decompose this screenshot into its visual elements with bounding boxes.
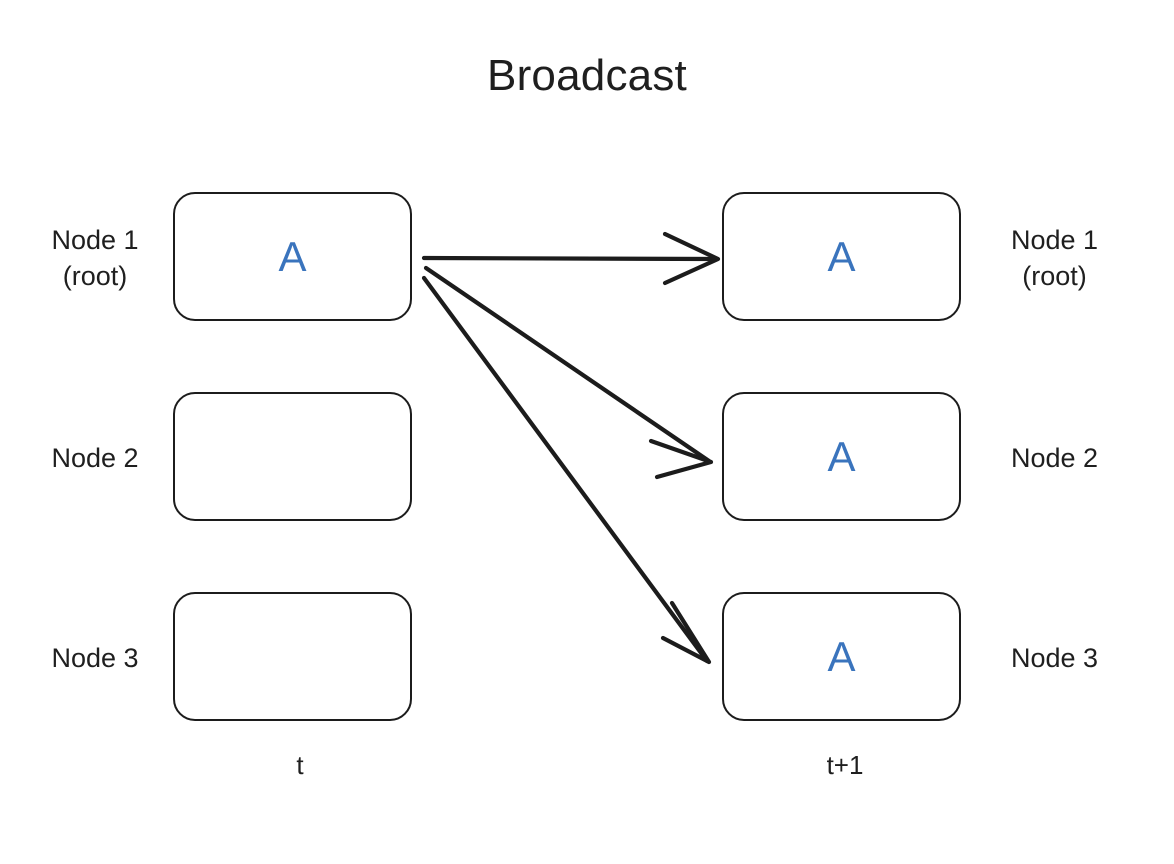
row-label-right-node-2: Node 2: [1010, 443, 1099, 473]
arrow-root-to-node-2: [423, 265, 714, 480]
time-label-t: t: [296, 750, 304, 780]
node-box-t1-node-2[interactable]: A: [722, 392, 961, 521]
node-payload-t1-node-2: A: [827, 432, 856, 480]
row-label-right-node-1: Node 1 (root): [1010, 225, 1099, 292]
node-box-t1-node-1[interactable]: A: [722, 192, 961, 321]
node-box-t1-node-3[interactable]: A: [722, 592, 961, 721]
row-label-left-node-2: Node 2: [51, 443, 139, 473]
time-label-t-plus-1: t+1: [826, 750, 864, 780]
arrow-root-to-node-1: [421, 231, 721, 286]
node-box-t-node-1[interactable]: A: [173, 192, 412, 321]
node-payload-t1-node-1: A: [827, 232, 856, 280]
node-payload-t-node-1: A: [278, 232, 307, 280]
row-label-left-node-1: Node 1 (root): [51, 225, 139, 292]
arrow-root-to-node-3: [421, 275, 712, 665]
node-payload-t1-node-3: A: [827, 632, 856, 680]
page-title: Broadcast: [487, 51, 687, 100]
row-label-left-node-3: Node 3: [51, 643, 139, 673]
node-box-t-node-2[interactable]: [173, 392, 412, 521]
node-box-t-node-3[interactable]: [173, 592, 412, 721]
row-label-right-node-3: Node 3: [1010, 643, 1099, 673]
